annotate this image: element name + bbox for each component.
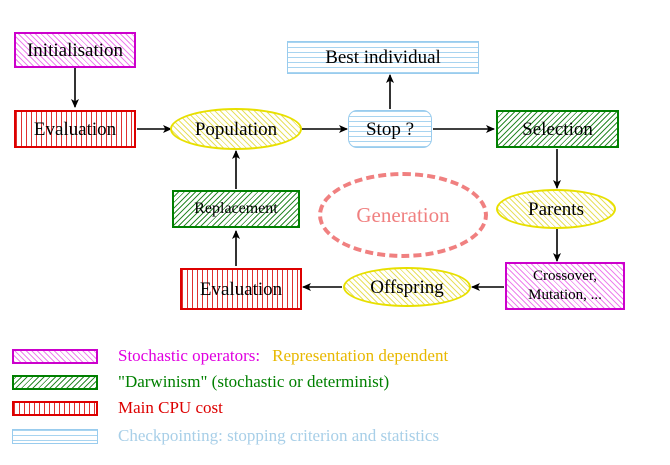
node-offspring[interactable]: Offspring <box>343 267 471 307</box>
node-selection-label: Selection <box>522 118 593 140</box>
node-initialisation[interactable]: Initialisation <box>14 32 136 68</box>
legend-label-representation: Representation dependent <box>272 346 449 365</box>
legend-row-cpu: Main CPU cost <box>12 396 223 420</box>
node-best-individual[interactable]: Best individual <box>287 41 479 74</box>
legend-row-stochastic: Stochastic operators: Representation dep… <box>12 344 448 368</box>
legend-label-checkpointing: Checkpointing: stopping criterion and st… <box>118 426 440 445</box>
legend-row-darwinism: "Darwinism" (stochastic or determinist) <box>12 370 389 394</box>
node-evaluation-bottom[interactable]: Evaluation <box>180 268 302 310</box>
node-evaluation-bottom-label: Evaluation <box>199 278 283 300</box>
legend-label-darwinism: "Darwinism" (stochastic or determinist) <box>118 372 390 391</box>
legend: Stochastic operators: Representation dep… <box>0 340 670 465</box>
legend-label-cpu: Main CPU cost <box>118 398 223 417</box>
node-evaluation-top-label: Evaluation <box>33 118 117 140</box>
node-offspring-label: Offspring <box>370 276 444 298</box>
node-crossover-mutation[interactable]: Crossover, Mutation, ... <box>505 262 625 310</box>
legend-swatch-blue <box>12 428 98 444</box>
node-initialisation-label: Initialisation <box>26 39 124 61</box>
node-population[interactable]: Population <box>170 108 302 150</box>
node-parents-label: Parents <box>528 198 584 220</box>
node-population-label: Population <box>194 118 278 140</box>
legend-swatch-red <box>12 400 98 416</box>
node-replacement-label: Replacement <box>194 200 278 217</box>
node-stop[interactable]: Stop ? <box>348 110 432 148</box>
node-evaluation-top[interactable]: Evaluation <box>14 110 136 148</box>
node-stop-label: Stop ? <box>365 118 415 140</box>
node-best-individual-label: Best individual <box>325 47 441 68</box>
legend-swatch-magenta <box>12 348 98 364</box>
legend-label-stochastic: Stochastic operators: <box>118 346 261 365</box>
node-crossover-mutation-label: Crossover, Mutation, ... <box>528 268 602 303</box>
legend-swatch-green <box>12 374 98 390</box>
node-selection[interactable]: Selection <box>496 110 619 148</box>
node-generation: Generation <box>318 172 488 258</box>
node-parents[interactable]: Parents <box>496 189 616 229</box>
node-generation-label: Generation <box>356 202 450 227</box>
node-replacement[interactable]: Replacement <box>172 190 300 228</box>
legend-row-checkpointing: Checkpointing: stopping criterion and st… <box>12 424 439 448</box>
